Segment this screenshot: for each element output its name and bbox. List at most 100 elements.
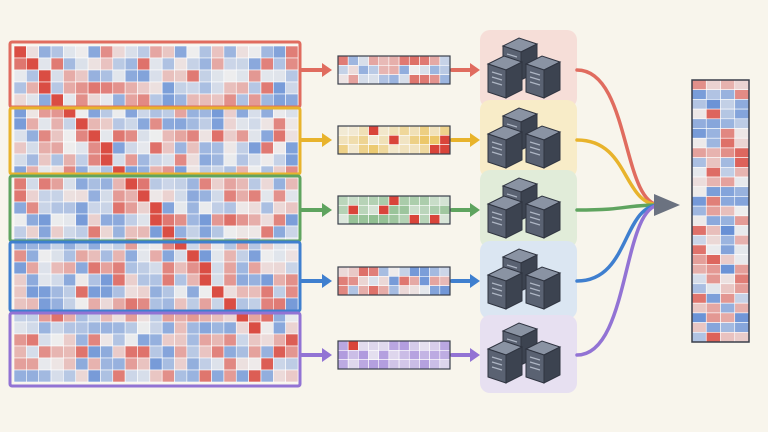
matrix-cell (235, 141, 249, 155)
output-cell (691, 244, 707, 255)
chunk-border (337, 266, 451, 296)
matrix-cell (223, 57, 237, 71)
matrix-cell (112, 93, 126, 107)
matrix-cell (211, 333, 225, 347)
output-cell (691, 293, 707, 304)
chunk-cell (408, 65, 420, 75)
matrix-cell (137, 129, 151, 143)
matrix-cell (198, 369, 212, 383)
matrix-cell (272, 261, 286, 275)
matrix-cell (137, 273, 151, 287)
matrix-cell (161, 81, 175, 95)
matrix-cell (260, 285, 274, 299)
chunk-cell (439, 350, 451, 360)
matrix-cell (272, 117, 286, 131)
matrix-cell (235, 357, 249, 371)
chunk-cell (388, 266, 400, 277)
chunk-cell (337, 65, 349, 75)
output-cell (734, 234, 750, 246)
chunk-cell (337, 55, 349, 66)
matrix-cell (174, 117, 188, 131)
matrix-cell (285, 189, 299, 203)
matrix-cell (198, 45, 212, 59)
matrix-cell (137, 285, 151, 299)
arrows-layer (300, 63, 480, 362)
matrix-cell (211, 45, 225, 59)
matrix-cell (186, 285, 200, 299)
chunk-border (337, 340, 451, 370)
matrix-cell (100, 369, 114, 383)
matrix-cell (174, 129, 188, 143)
output-cell (705, 322, 721, 333)
chunk-cell (347, 125, 359, 136)
matrix-cell (38, 297, 52, 311)
matrix-cell (26, 201, 40, 215)
matrix-cell (149, 141, 163, 155)
matrix-cell (235, 45, 249, 59)
matrix-cell (50, 69, 64, 83)
output-cell (720, 176, 736, 188)
chunk-cell (388, 214, 400, 225)
matrix-cell (223, 213, 237, 227)
output-cell (705, 79, 721, 90)
chunk-cell (408, 285, 420, 296)
matrix-cell (124, 93, 138, 107)
matrix-cell (223, 201, 237, 215)
matrix-cell (248, 273, 262, 287)
matrix-cell (186, 201, 200, 215)
matrix-cell (100, 129, 114, 143)
chunk-cell (378, 266, 390, 277)
matrix-cell (161, 345, 175, 359)
chunk-cell (398, 55, 410, 66)
matrix-cell (149, 345, 163, 359)
matrix-cell (149, 93, 163, 107)
matrix-cell (198, 297, 212, 311)
matrix-cell (26, 333, 40, 347)
output-cell (691, 99, 707, 110)
matrix-cell (260, 345, 274, 359)
chunk-cell (419, 359, 430, 370)
matrix-cell (186, 141, 200, 155)
matrix-cell (13, 177, 27, 191)
matrix-cell (272, 321, 286, 335)
chunk-cell (368, 285, 380, 296)
output-cell (691, 186, 707, 197)
matrix-cell (124, 249, 138, 263)
matrix-cell (272, 57, 286, 71)
matrix-cell (198, 345, 212, 359)
matrix-cell (186, 117, 200, 131)
matrix-cell (285, 285, 299, 299)
chunk-cell (358, 125, 369, 136)
matrix-cell (124, 141, 138, 155)
matrix-cell (50, 225, 64, 239)
matrix-cell (186, 213, 200, 227)
matrix-cell (100, 177, 114, 191)
output-cell (720, 331, 736, 343)
chunk-cell (398, 125, 410, 136)
matrix-cell (38, 141, 52, 155)
chunks-layer (337, 55, 451, 370)
matrix-cell (124, 285, 138, 299)
matrix-cell (260, 273, 274, 287)
arrow-to-chunk-3 (300, 203, 332, 217)
matrix-cell (124, 225, 138, 239)
matrix-cell (211, 213, 225, 227)
chunk-cell (358, 285, 369, 296)
matrix-cell (223, 153, 237, 167)
matrix-cell (223, 81, 237, 95)
matrix-cell (137, 201, 151, 215)
output-cell (734, 79, 750, 90)
output-cell (720, 244, 736, 255)
matrix-cell (100, 69, 114, 83)
server-icon (486, 340, 524, 384)
chunk-cell (388, 74, 400, 85)
matrix-cell (161, 141, 175, 155)
matrix-cell (272, 285, 286, 299)
chunk-cell (378, 55, 390, 66)
output-cell (734, 322, 750, 333)
matrix-cell (137, 297, 151, 311)
matrix-cell (161, 357, 175, 371)
matrix-cell (87, 129, 101, 143)
output-cell (720, 283, 736, 294)
